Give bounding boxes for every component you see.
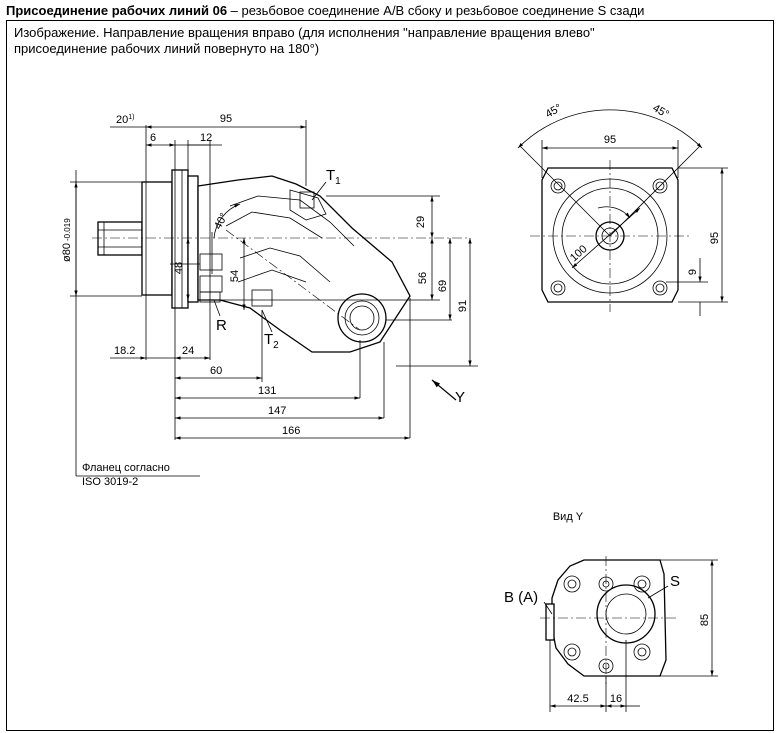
caption-line-2: присоединение рабочих линий повернуто на…	[14, 41, 320, 56]
label-r: R	[216, 317, 227, 334]
dim-24: 24	[182, 345, 194, 357]
caption-line-1: Изображение. Направление вращения вправо…	[14, 25, 595, 40]
dim-60: 60	[210, 365, 222, 377]
header-title-bold: Присоединение рабочих линий 06	[6, 3, 228, 18]
header-title-rest: – резьбовое соединение A/B сбоку и резьб…	[227, 3, 645, 18]
dim-95-top: 95	[220, 113, 232, 125]
dim-166: 166	[282, 425, 300, 437]
dim-dia80: ø80-0.019	[61, 218, 73, 262]
dim-45-left: 45°	[544, 102, 564, 121]
caption: Изображение. Направление вращения вправо…	[14, 25, 595, 57]
flange-note-line-2: ISO 3019-2	[82, 476, 138, 488]
mounting-holes	[550, 178, 668, 296]
shaft	[97, 221, 143, 256]
flange-note-line-1: Фланец согласно	[82, 462, 170, 474]
dim-147: 147	[268, 405, 286, 417]
label-b-a: B (A)	[504, 589, 538, 606]
side-view: 201) 95 6 12 29 48 54 56 69 91 18.2 24 6…	[61, 113, 478, 488]
dim-42-5: 42.5	[567, 693, 588, 705]
dim-6: 6	[150, 132, 156, 144]
dim-18-2: 18.2	[114, 345, 135, 357]
dim-56: 56	[417, 272, 429, 284]
dim-16: 16	[610, 693, 622, 705]
dim-12: 12	[200, 132, 212, 144]
mounting-flange	[141, 169, 199, 309]
dim-9: 9	[687, 269, 699, 275]
view-y: Вид Y	[504, 511, 718, 712]
dim-45-right: 45°	[651, 102, 671, 121]
dim-91: 91	[457, 300, 469, 312]
dim-95-width: 95	[604, 134, 616, 146]
view-y-title: Вид Y	[553, 511, 584, 523]
dim-20: 201)	[116, 114, 134, 126]
port-b-side	[337, 293, 387, 343]
dim-54: 54	[229, 270, 241, 282]
label-t1: T1	[326, 167, 341, 187]
dim-131: 131	[258, 385, 276, 397]
dim-29: 29	[415, 216, 427, 228]
housing-axis	[225, 229, 361, 331]
front-view: 45° 45° 95 95 100 9	[517, 102, 728, 316]
drawing-frame	[6, 20, 774, 731]
dim-48: 48	[173, 262, 185, 274]
dim-95-height: 95	[709, 232, 721, 244]
label-t2: T2	[264, 331, 279, 351]
dim-85: 85	[699, 614, 711, 626]
label-s: S	[670, 573, 680, 590]
page-header: Присоединение рабочих линий 06 – резьбов…	[6, 3, 644, 18]
dim-69: 69	[437, 280, 449, 292]
label-y: Y	[455, 389, 465, 406]
